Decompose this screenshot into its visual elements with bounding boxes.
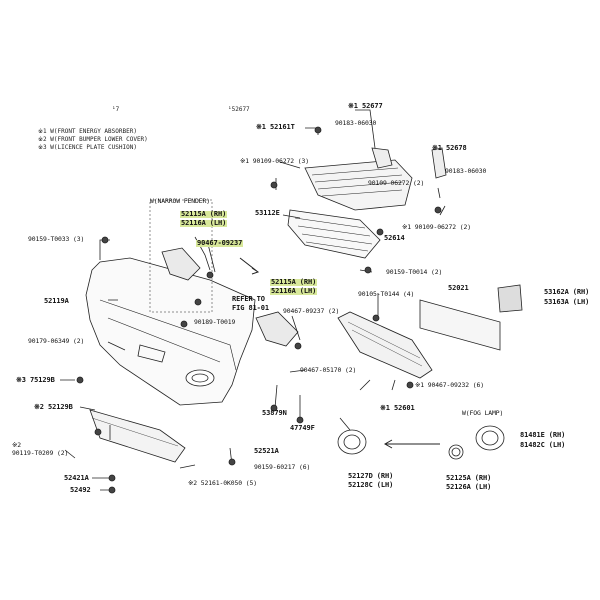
part-90467a: 90467-09237 xyxy=(196,239,244,247)
part-53162a: 53162A (RH) xyxy=(544,288,590,296)
side-bracket-53162a xyxy=(497,284,523,313)
retainer-left xyxy=(161,247,201,281)
part-75129b: ※3 75129B xyxy=(16,376,55,384)
part-53163a: 53163A (LH) xyxy=(544,298,590,306)
part-52115a-rh2: 52115A (RH) xyxy=(270,278,318,286)
retainer-right xyxy=(255,311,299,347)
fog-lamp xyxy=(448,444,464,460)
lower-cover xyxy=(89,409,186,463)
part-52492: 52492 xyxy=(70,486,91,494)
bracket-52678 xyxy=(431,147,447,179)
part-52677a: ※1 52677 xyxy=(348,102,383,110)
part-90109b: 90109-06272 (2) xyxy=(368,179,425,187)
narrow-arrow xyxy=(239,257,260,275)
part-90189: 90189-T0019 xyxy=(194,318,236,326)
part-90119-mark: ※2 xyxy=(12,441,22,449)
part-53879n: 53879N xyxy=(262,409,287,417)
part-52601: ※1 52601 xyxy=(380,404,415,412)
narrow-fender-box xyxy=(149,199,213,313)
part-52125a: 52125A (RH) xyxy=(446,474,492,482)
header-ref: ¹52677 xyxy=(228,106,250,113)
part-52128c: 52128C (LH) xyxy=(348,481,394,489)
part-52161: ※2 52161-0K050 (5) xyxy=(188,479,257,487)
part-53112e: 53112E xyxy=(255,209,280,217)
bumper-cover xyxy=(85,257,256,406)
part-90109a: ※1 90109-06272 (3) xyxy=(240,157,309,165)
part-52521a: 52521A xyxy=(254,447,279,455)
part-52116a-lh: 52116A (LH) xyxy=(180,219,228,227)
refer-to[interactable]: REFER TO xyxy=(232,295,265,303)
fog-arrow xyxy=(383,439,440,449)
part-90105: 90105-T0144 (4) xyxy=(358,290,415,298)
fog-cover-right xyxy=(475,425,505,451)
fog-cover-left xyxy=(337,429,367,455)
part-90467b: 90467-09237 (2) xyxy=(283,307,340,315)
group-narrow-fender: W(NARROW FENDER) xyxy=(150,197,210,205)
part-90183a: 90183-06030 xyxy=(335,119,377,127)
part-52614: 52614 xyxy=(384,234,405,242)
part-52129b: ※2 52129B xyxy=(34,403,73,411)
licence-plate-bracket xyxy=(419,299,501,351)
part-52126a: 52126A (LH) xyxy=(446,483,492,491)
part-52119a: 52119A xyxy=(44,297,69,305)
lower-grille xyxy=(287,209,381,259)
part-52421a: 52421A xyxy=(64,474,89,482)
group-fog-lamp: W(FOG LAMP) xyxy=(462,409,504,417)
note-1: ※1 W(FRONT ENERGY ABSORBER) xyxy=(38,128,137,135)
note-3: ※3 W(LICENCE PLATE CUSHION) xyxy=(38,144,137,151)
part-90159b: 90159-T0014 (2) xyxy=(386,268,443,276)
part-52161t: ※1 52161T xyxy=(256,123,295,131)
refer-fig[interactable]: FIG 81-01 xyxy=(232,304,270,312)
part-90467c: 90467-05170 (2) xyxy=(300,366,357,374)
part-52116a-lh2: 52116A (LH) xyxy=(270,287,318,295)
part-52127d: 52127D (RH) xyxy=(348,472,394,480)
bracket-52677 xyxy=(371,147,393,169)
part-52021: 52021 xyxy=(448,284,469,292)
part-90467d: ※1 90467-09232 (6) xyxy=(415,381,484,389)
part-81482c: 81482C (LH) xyxy=(520,441,566,449)
part-52115a-rh: 52115A (RH) xyxy=(180,210,228,218)
part-90159c: 90159-60217 (6) xyxy=(254,463,311,471)
part-52678: ※1 52678 xyxy=(432,144,467,152)
part-90109c: ※1 90109-06272 (2) xyxy=(402,223,471,231)
part-47749f: 47749F xyxy=(290,424,315,432)
header-left: ¹7 xyxy=(112,106,120,113)
part-81481e: 81481E (RH) xyxy=(520,431,566,439)
energy-absorber xyxy=(337,311,433,379)
part-90183b: 90183-06030 xyxy=(445,167,487,175)
note-2: ※2 W(FRONT BUMPER LOWER COVER) xyxy=(38,136,148,143)
part-90179: 90179-06349 (2) xyxy=(28,337,85,345)
part-90119: 90119-T0209 (2) xyxy=(12,449,69,457)
part-90159a: 90159-T0033 (3) xyxy=(28,235,85,243)
upper-grille xyxy=(304,159,413,211)
